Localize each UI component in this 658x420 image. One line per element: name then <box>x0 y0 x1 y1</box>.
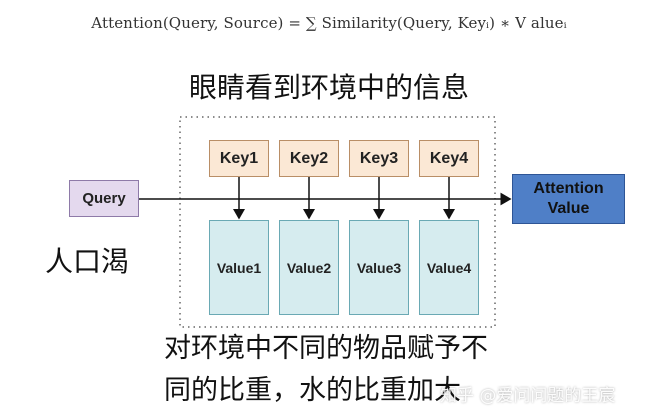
bottom-line-2: 同的比重，水的比重加大 <box>164 375 461 406</box>
value2-box: Value2 <box>279 220 339 315</box>
key3-box: Key3 <box>349 140 409 177</box>
watermark-text: 知乎 @爱问问题的王宸 <box>440 386 616 406</box>
side-text-thirsty: 人口渴 <box>45 245 130 278</box>
key4-box: Key4 <box>419 140 479 177</box>
bottom-line-1: 对环境中不同的物品赋予不 <box>164 333 488 364</box>
dotted-frame <box>179 116 496 328</box>
bottom-explanation: 对环境中不同的物品赋予不 同的比重，水的比重加大 <box>164 328 488 412</box>
value4-box: Value4 <box>419 220 479 315</box>
attention-formula: Attention(Query, Source) = ∑ Similarity(… <box>91 14 567 32</box>
value3-box: Value3 <box>349 220 409 315</box>
value1-box: Value1 <box>209 220 269 315</box>
query-box: Query <box>69 180 139 217</box>
key1-box: Key1 <box>209 140 269 177</box>
key2-box: Key2 <box>279 140 339 177</box>
heading-text: 眼睛看到环境中的信息 <box>188 71 469 104</box>
